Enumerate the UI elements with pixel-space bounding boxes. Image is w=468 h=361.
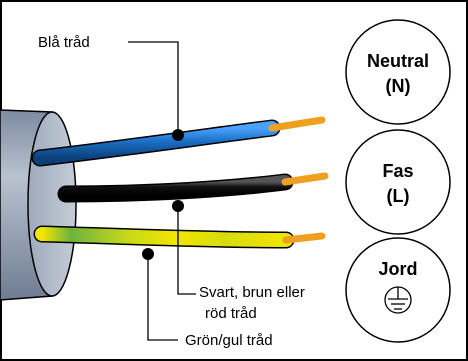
live-terminal-code: (L) [387, 186, 410, 206]
blue-wire-leader [128, 41, 179, 135]
live-wire-pointer-dot [172, 200, 184, 212]
leader-lines [128, 41, 196, 341]
live-terminal: Fas (L) [345, 129, 451, 235]
neutral-copper-core [268, 116, 326, 132]
neutral-terminal-name: Neutral [367, 51, 429, 71]
earth-copper-core [282, 232, 326, 244]
blue-wire-pointer-dot [172, 129, 184, 141]
neutral-wire [31, 116, 326, 167]
earth-wire [33, 225, 326, 249]
cable-sheath [0, 109, 77, 301]
earth-wire-leader [147, 254, 178, 341]
blue-wire-label: Blå tråd [38, 34, 90, 51]
live-terminal-name: Fas [382, 161, 413, 181]
earth-terminal: Jord [345, 237, 451, 343]
live-copper-core [281, 172, 329, 186]
neutral-terminal: Neutral (N) [345, 19, 451, 125]
earth-terminal-name: Jord [378, 259, 417, 279]
live-wire-label-line2: röd tråd [205, 305, 257, 322]
live-wire-label-line1: Svart, brun eller [199, 284, 305, 301]
earth-wire-label: Grön/gul tråd [185, 332, 273, 349]
live-wire [57, 172, 329, 203]
live-wire-leader [177, 206, 196, 295]
neutral-terminal-code: (N) [386, 76, 411, 96]
earth-wire-pointer-dot [142, 248, 154, 260]
earth-ground-icon [384, 286, 412, 314]
